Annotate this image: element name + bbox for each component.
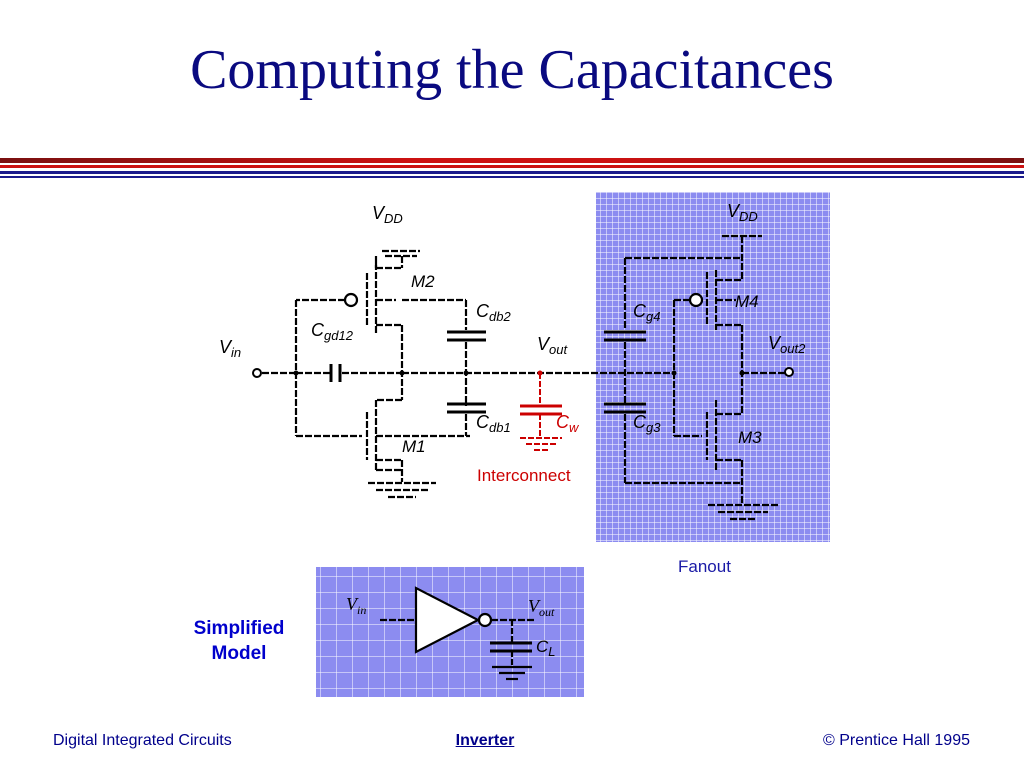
model-label-line2: Model: [212, 643, 267, 664]
cgd12-label: Cgd12: [311, 320, 354, 343]
model-label-line1: Simplified: [194, 618, 285, 639]
node-dot: [293, 370, 299, 376]
node-dot: [399, 370, 405, 376]
inverter-wiring: [262, 249, 600, 499]
node-dot: [463, 370, 469, 376]
m4-label: M4: [735, 292, 759, 311]
node-dot: [671, 370, 677, 376]
m2-label: M2: [411, 272, 435, 291]
cg3-label: Cg3: [633, 412, 661, 435]
cdb2-label: Cdb2: [476, 301, 511, 324]
divider-red-line: [0, 158, 1024, 163]
vin-label: Vin: [219, 337, 241, 360]
cw-label: Cw: [556, 412, 580, 435]
vout2-label: Vout2: [768, 333, 806, 356]
interconnect-capacitor: [520, 373, 562, 451]
node-dot: [537, 370, 543, 376]
fanout-capacitors: [604, 330, 646, 414]
fanout-label: Fanout: [678, 557, 731, 576]
slide-title: Computing the Capacitances: [190, 39, 834, 101]
node-dot: [739, 370, 745, 376]
cg4-label: Cg4: [633, 301, 660, 324]
footer-course: Digital Integrated Circuits: [53, 732, 232, 749]
m3-label: M3: [738, 428, 762, 447]
divider-blue-line: [0, 171, 1024, 174]
footer-copyright: © Prentice Hall 1995: [823, 732, 970, 749]
model-cl-label: CL: [536, 637, 556, 659]
divider-red-thin: [0, 165, 1024, 168]
vout-label: Vout: [537, 334, 568, 357]
fanout-panel: [596, 192, 830, 542]
footer-topic-text: Inverter: [455, 732, 515, 749]
vin-terminal: [252, 368, 262, 378]
model-wiring: [380, 586, 536, 681]
m4-gate-bubble: [688, 292, 704, 308]
vdd-fanout-label: VDD: [727, 201, 758, 224]
vout2-terminal: [784, 367, 794, 377]
m1-label: M1: [402, 437, 426, 456]
fanout-wiring: [600, 234, 786, 521]
vdd-main-label: VDD: [372, 203, 403, 226]
cdb1-label: Cdb1: [476, 412, 511, 435]
m2-gate-bubble: [343, 292, 359, 308]
divider-blue-thin: [0, 176, 1024, 178]
inverter-capacitors: [329, 330, 486, 414]
model-output-bubble: [477, 612, 493, 628]
footer-topic: Inverter: [0, 732, 970, 750]
model-vin-label: Vin: [346, 594, 366, 617]
model-vout-label: Vout: [528, 596, 555, 619]
interconnect-label: Interconnect: [477, 466, 571, 485]
